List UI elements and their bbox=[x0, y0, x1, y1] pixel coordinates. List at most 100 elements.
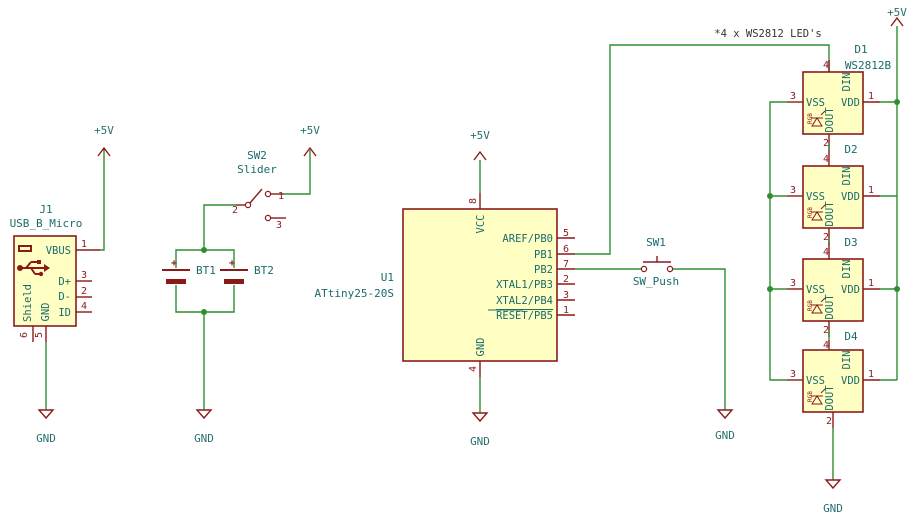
u1-value: ATtiny25-20S bbox=[315, 287, 394, 300]
svg-text:VDD: VDD bbox=[841, 191, 860, 203]
svg-text:2: 2 bbox=[823, 138, 829, 149]
sw2-slider-switch[interactable]: SW2 Slider 1 2 3 bbox=[232, 149, 286, 231]
j1-pin-dminus: D- bbox=[58, 291, 71, 303]
sw2-value: Slider bbox=[237, 163, 277, 176]
bt2-ref: BT2 bbox=[254, 264, 274, 277]
svg-text:VSS: VSS bbox=[806, 375, 825, 387]
svg-text:4: 4 bbox=[823, 340, 829, 351]
wire-bat-bottom bbox=[175, 285, 235, 313]
u1-num-pb0: 5 bbox=[563, 228, 569, 239]
svg-text:RGB: RGB bbox=[807, 207, 814, 218]
wire-vss-rail bbox=[769, 101, 787, 381]
u1-pin-pb3: XTAL1/PB3 bbox=[496, 279, 553, 291]
svg-text:DIN: DIN bbox=[841, 167, 853, 186]
wire-sw2-5v bbox=[284, 150, 311, 195]
svg-text:3: 3 bbox=[790, 185, 796, 196]
gnd-u1-label: GND bbox=[470, 435, 490, 448]
gnd-leds: GND bbox=[823, 479, 843, 515]
u1-attiny[interactable]: U1 ATtiny25-20S VCC GND 8 4 AREF/PB0 PB1… bbox=[315, 193, 575, 377]
u1-pin-pb0: AREF/PB0 bbox=[502, 233, 553, 245]
u1-num-gnd: 4 bbox=[468, 366, 479, 372]
bt1-plus: + bbox=[171, 258, 177, 269]
j1-value: USB_B_Micro bbox=[10, 217, 83, 230]
u1-ref: U1 bbox=[381, 271, 394, 284]
svg-text:DOUT: DOUT bbox=[824, 201, 836, 227]
svg-text:VDD: VDD bbox=[841, 375, 860, 387]
gnd-j1-label: GND bbox=[36, 432, 56, 445]
wire-sw2-bat bbox=[203, 204, 236, 250]
u1-num-pb1: 6 bbox=[563, 244, 569, 255]
svg-text:DOUT: DOUT bbox=[824, 107, 836, 133]
svg-text:VSS: VSS bbox=[806, 97, 825, 109]
svg-text:1: 1 bbox=[868, 91, 874, 102]
j1-pin-dplus: D+ bbox=[58, 276, 71, 288]
sw2-num-1: 1 bbox=[278, 191, 284, 202]
wire-j1-vbus bbox=[100, 150, 105, 251]
led-triangle-icon bbox=[811, 297, 826, 314]
svg-text:DOUT: DOUT bbox=[824, 385, 836, 411]
j1-ref: J1 bbox=[39, 203, 52, 216]
pwr-5v-sw2: +5V bbox=[300, 124, 320, 157]
j1-pin-shield: Shield bbox=[22, 284, 34, 322]
usb-icon bbox=[17, 245, 50, 277]
svg-text:DOUT: DOUT bbox=[824, 294, 836, 320]
wire-sw1-gnd bbox=[673, 268, 726, 410]
svg-text:2: 2 bbox=[823, 325, 829, 336]
led-triangle-icon bbox=[811, 204, 826, 221]
j1-num-gnd: 5 bbox=[34, 332, 45, 338]
svg-text:VDD: VDD bbox=[841, 97, 860, 109]
u1-pin-pb2: PB2 bbox=[534, 264, 553, 276]
svg-text:DIN: DIN bbox=[841, 260, 853, 279]
gnd-leds-label: GND bbox=[823, 502, 843, 515]
u1-pin-pb1: PB1 bbox=[534, 249, 553, 261]
svg-text:4: 4 bbox=[823, 60, 829, 71]
bt2-plus: + bbox=[229, 258, 235, 269]
svg-text:RGB: RGB bbox=[807, 113, 814, 124]
svg-text:3: 3 bbox=[790, 369, 796, 380]
svg-text:DIN: DIN bbox=[841, 73, 853, 92]
svg-text:VSS: VSS bbox=[806, 191, 825, 203]
led-triangle-icon bbox=[811, 110, 826, 127]
j1-num-shield: 6 bbox=[19, 332, 30, 338]
bt2-battery[interactable]: + BT2 bbox=[220, 258, 274, 284]
sw1-push-button[interactable]: SW1 SW_Push bbox=[633, 236, 679, 288]
svg-text:DIN: DIN bbox=[841, 351, 853, 370]
svg-text:RGB: RGB bbox=[807, 300, 814, 311]
d3-ref: D3 bbox=[844, 236, 857, 249]
svg-text:2: 2 bbox=[826, 416, 832, 427]
j1-pin-vbus: VBUS bbox=[46, 245, 71, 257]
d4-ref: D4 bbox=[844, 330, 858, 343]
bt1-ref: BT1 bbox=[196, 264, 216, 277]
led-d3[interactable]: D3 DIN DOUT VSS VDD RGB 4 2 3 1 bbox=[787, 236, 880, 337]
sw2-num-2: 2 bbox=[232, 205, 238, 216]
svg-text:2: 2 bbox=[823, 232, 829, 243]
pwr-5v-sw2-label: +5V bbox=[300, 124, 320, 137]
j1-pin-id: ID bbox=[58, 307, 71, 319]
u1-num-pb4: 3 bbox=[563, 290, 569, 301]
gnd-bat: GND bbox=[194, 409, 214, 445]
pwr-5v-u1-label: +5V bbox=[470, 129, 490, 142]
wire-pb1-din bbox=[575, 44, 830, 255]
d1-value: WS2812B bbox=[845, 59, 892, 72]
svg-text:VSS: VSS bbox=[806, 284, 825, 296]
pwr-5v-leds: +5V bbox=[887, 6, 907, 27]
svg-text:RGB: RGB bbox=[807, 391, 814, 402]
pwr-5v-j1-label: +5V bbox=[94, 124, 114, 137]
led-triangle-icon bbox=[811, 388, 826, 405]
u1-pin-pb5: RESET/PB5 bbox=[496, 310, 553, 322]
bt1-battery[interactable]: + BT1 bbox=[162, 258, 216, 284]
svg-text:1: 1 bbox=[868, 278, 874, 289]
led-d2[interactable]: D2 DIN DOUT VSS VDD RGB 4 2 3 1 bbox=[787, 143, 880, 244]
j1-num-dplus: 3 bbox=[81, 270, 87, 281]
gnd-j1: GND bbox=[36, 409, 56, 445]
led-count-note: *4 x WS2812 LED's bbox=[714, 28, 821, 40]
gnd-bat-label: GND bbox=[194, 432, 214, 445]
led-d1[interactable]: D1 WS2812B DIN DOUT VSS VDD RGB 4 2 3 1 bbox=[787, 43, 892, 150]
pwr-5v-leds-label: +5V bbox=[887, 6, 907, 19]
j1-usb-connector[interactable]: J1 USB_B_Micro VBUS D+ D- ID Shield GND … bbox=[10, 203, 100, 342]
d2-ref: D2 bbox=[844, 143, 857, 156]
sw1-value: SW_Push bbox=[633, 275, 679, 288]
led-d4[interactable]: D4 DIN DOUT VSS VDD RGB 4 2 3 1 bbox=[787, 330, 880, 428]
u1-pin-vcc: VCC bbox=[475, 215, 487, 234]
